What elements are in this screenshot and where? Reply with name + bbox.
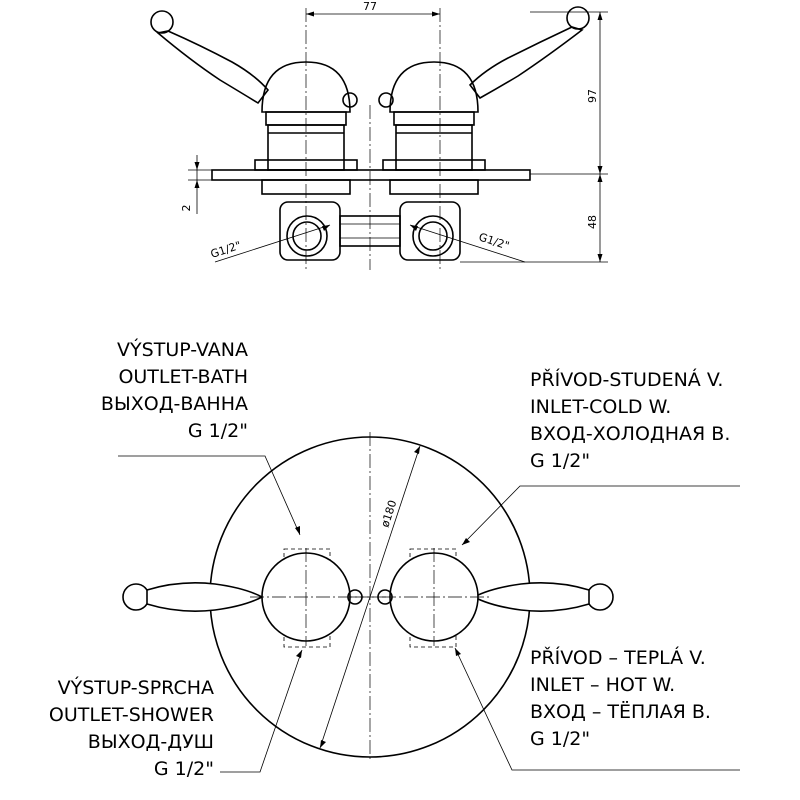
dim-right: 97 48: [460, 11, 608, 263]
label-leaders: [118, 455, 740, 773]
outlet-bath-thread: G 1/2": [188, 420, 248, 442]
label-inlet-hot: PŘÍVOD – TEPLÁ V. INLET – HOT W. ВХОД – …: [530, 646, 711, 750]
pipe-connectors: [279, 201, 461, 261]
outlet-bath-en: OUTLET-BATH: [118, 366, 248, 388]
inlet-cold-ru: ВХОД-ХОЛОДНАЯ В.: [530, 423, 730, 445]
right-handle-front: [389, 552, 614, 642]
outlet-bath-ru: ВЫХОД-ВАННА: [101, 393, 248, 415]
outlet-shower-en: OUTLET-SHOWER: [49, 704, 214, 726]
dim-spacing-label: 77: [363, 0, 377, 13]
dim-height-label: 97: [586, 89, 599, 103]
inlet-hot-cz: PŘÍVOD – TEPLÁ V.: [530, 646, 706, 669]
left-handle-front: [122, 552, 351, 642]
right-valve-top: [378, 6, 590, 195]
label-inlet-cold: PŘÍVOD-STUDENÁ V. INLET-COLD W. ВХОД-ХОЛ…: [530, 368, 730, 472]
front-view: ø180: [49, 338, 740, 780]
inlet-cold-cz: PŘÍVOD-STUDENÁ V.: [530, 368, 723, 391]
thread-left-label: G1/2": [209, 239, 243, 261]
inlet-hot-thread: G 1/2": [530, 728, 590, 750]
dim-depth-label: 48: [586, 215, 599, 229]
inlet-cold-en: INLET-COLD W.: [530, 396, 671, 418]
top-view: 77 97 48 2 G1/2" G1/2": [150, 0, 608, 270]
dim-77: 77: [306, 0, 440, 17]
thread-leaders: G1/2" G1/2": [209, 224, 526, 263]
thread-right-label: G1/2": [477, 230, 511, 252]
outlet-shower-ru: ВЫХОД-ДУШ: [88, 731, 214, 753]
inlet-cold-thread: G 1/2": [530, 450, 590, 472]
diameter-label: ø180: [378, 499, 399, 529]
label-outlet-bath: VÝSTUP-VANA OUTLET-BATH ВЫХОД-ВАННА G 1/…: [101, 338, 248, 442]
outlet-shower-cz: VÝSTUP-SPRCHA: [58, 676, 214, 699]
outlet-bath-cz: VÝSTUP-VANA: [117, 338, 248, 361]
outlet-shower-thread: G 1/2": [154, 758, 214, 780]
label-outlet-shower: VÝSTUP-SPRCHA OUTLET-SHOWER ВЫХОД-ДУШ G …: [49, 676, 214, 780]
left-valve-top: [150, 10, 358, 195]
inlet-hot-ru: ВХОД – ТЁПЛАЯ В.: [530, 700, 711, 723]
dim-plate: 2: [180, 155, 212, 214]
dim-plate-label: 2: [180, 205, 193, 212]
inlet-hot-en: INLET – HOT W.: [530, 674, 675, 696]
